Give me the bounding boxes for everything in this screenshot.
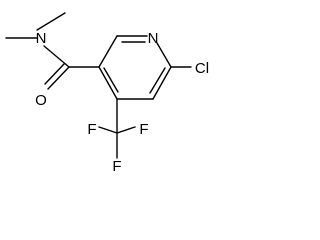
bonds <box>5 12 192 159</box>
bond-ring-c4-c3 <box>98 66 118 100</box>
bond-methyl-top <box>36 12 66 31</box>
bond-carbonyl-oxygen-outer <box>47 66 70 90</box>
atom-chlorine: Cl <box>195 60 209 77</box>
bond-cf3-f-right <box>116 126 136 134</box>
bond-ring-c3-c2 <box>98 35 118 68</box>
bond-cf3-f-left <box>98 126 118 134</box>
bond-ring-c4-c3-inner <box>103 67 119 93</box>
atom-labels: N O N Cl F F F <box>35 30 209 175</box>
atom-fluorine-left: F <box>87 121 96 138</box>
bond-ring-n-c6 <box>156 42 172 68</box>
atom-nitrogen-amide: N <box>36 30 47 47</box>
atom-oxygen: O <box>35 92 47 109</box>
chemical-structure: N O N Cl F F F <box>5 12 210 175</box>
atom-fluorine-bottom: F <box>112 158 121 175</box>
bond-ring-c6-c5 <box>152 66 172 100</box>
bond-carbonyl-oxygen-inner <box>44 63 65 85</box>
atom-nitrogen-ring: N <box>148 30 159 47</box>
bond-ring-c6-c5-inner <box>149 67 166 94</box>
bond-n-carbonyl <box>43 45 70 68</box>
atom-fluorine-right: F <box>139 121 148 138</box>
